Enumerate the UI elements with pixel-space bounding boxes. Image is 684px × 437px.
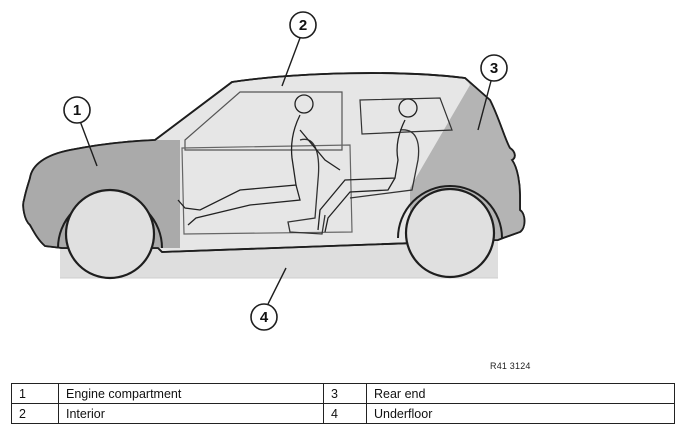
legend-label: Engine compartment — [58, 383, 324, 404]
callout-1-leader — [79, 120, 98, 167]
legend-number: 4 — [323, 403, 367, 424]
legend-table: 1 Engine compartment 3 Rear end 2 Interi… — [11, 383, 675, 424]
callout-3: 3 — [480, 54, 508, 82]
legend-number: 1 — [11, 383, 59, 404]
figure-reference-code: R41 3124 — [490, 361, 531, 371]
callout-3-number: 3 — [490, 60, 498, 77]
rear-seat — [349, 129, 420, 199]
callout-4-number: 4 — [260, 309, 269, 326]
rear-wheel — [397, 185, 503, 279]
legend-label: Interior — [58, 403, 324, 424]
legend-label: Rear end — [366, 383, 675, 404]
legend-number: 3 — [323, 383, 367, 404]
callout-1-number: 1 — [73, 102, 81, 119]
legend-row: 1 Engine compartment 3 Rear end — [11, 383, 675, 404]
car-zones-diagram: 1 2 3 4 — [22, 11, 526, 331]
callout-2: 2 — [289, 11, 317, 39]
callout-4-leader — [267, 267, 287, 305]
callout-4: 4 — [250, 303, 278, 331]
callout-2-number: 2 — [299, 17, 307, 34]
driver-figure — [177, 94, 341, 226]
legend-number: 2 — [11, 403, 59, 424]
car-body-outline — [22, 72, 526, 253]
legend-row: 2 Interior 4 Underfloor — [11, 403, 675, 424]
rear-window — [359, 97, 453, 135]
passenger-figure — [317, 98, 418, 233]
callout-2-leader — [281, 37, 301, 87]
callout-1: 1 — [63, 96, 91, 124]
front-wheel — [57, 188, 163, 280]
callout-3-leader — [477, 80, 492, 131]
legend-label: Underfloor — [366, 403, 675, 424]
